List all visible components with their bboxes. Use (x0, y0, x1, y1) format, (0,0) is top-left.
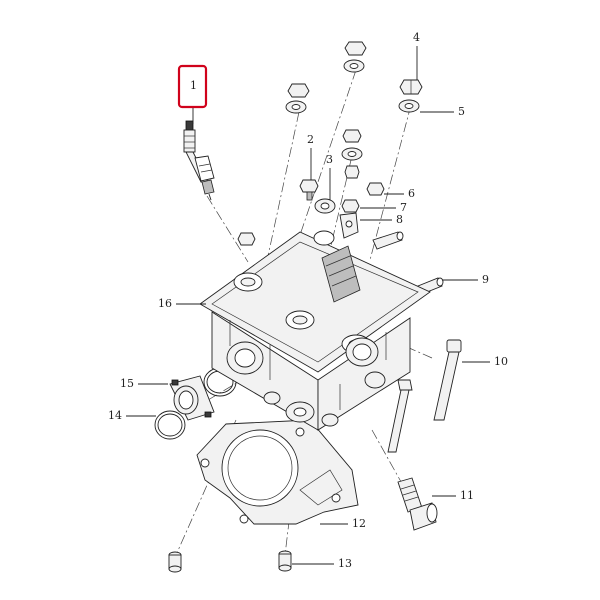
cap-nut-left[interactable] (287, 83, 310, 98)
nut-head-left[interactable] (237, 232, 256, 246)
callout-6: 6 (408, 187, 415, 200)
callout-11: 11 (460, 489, 474, 502)
cylinder-head-16[interactable] (199, 230, 431, 431)
nut-7[interactable] (341, 199, 360, 213)
callout-9: 9 (482, 273, 489, 286)
spark-plug[interactable] (183, 120, 215, 201)
rocker-shaft[interactable] (372, 231, 404, 250)
washer-5[interactable] (398, 99, 420, 113)
washer-center[interactable] (314, 198, 336, 214)
long-bolt-10[interactable] (387, 339, 462, 453)
callout-10: 10 (494, 355, 508, 368)
nut-stack-3[interactable] (341, 129, 363, 179)
callout-4: 4 (413, 31, 420, 44)
callout-7: 7 (400, 201, 407, 214)
callout-5: 5 (458, 105, 465, 118)
callout-14: 14 (108, 409, 122, 422)
callout-1: 1 (190, 79, 197, 92)
callout-15: 15 (120, 377, 134, 390)
callout-8: 8 (396, 213, 403, 226)
callout-13: 13 (338, 557, 352, 570)
callout-2: 2 (307, 133, 314, 146)
head-gasket-12[interactable] (196, 419, 359, 525)
sensor-11[interactable] (397, 477, 438, 531)
callout-12: 12 (352, 517, 366, 530)
cap-nut-top[interactable] (344, 41, 367, 56)
bracket-8[interactable] (339, 212, 359, 239)
cap-nut-4[interactable] (399, 79, 423, 95)
dowel-pin-13[interactable] (168, 550, 292, 573)
callout-16: 16 (158, 297, 172, 310)
intake-pipe-15[interactable] (169, 375, 215, 421)
leader-lines (126, 46, 490, 565)
washer-left[interactable] (285, 100, 307, 114)
bolt-2[interactable] (299, 179, 319, 201)
nut-6[interactable] (366, 182, 385, 196)
washer-top[interactable] (343, 59, 365, 73)
highlight-box (177, 64, 208, 109)
callout-3: 3 (326, 153, 333, 166)
